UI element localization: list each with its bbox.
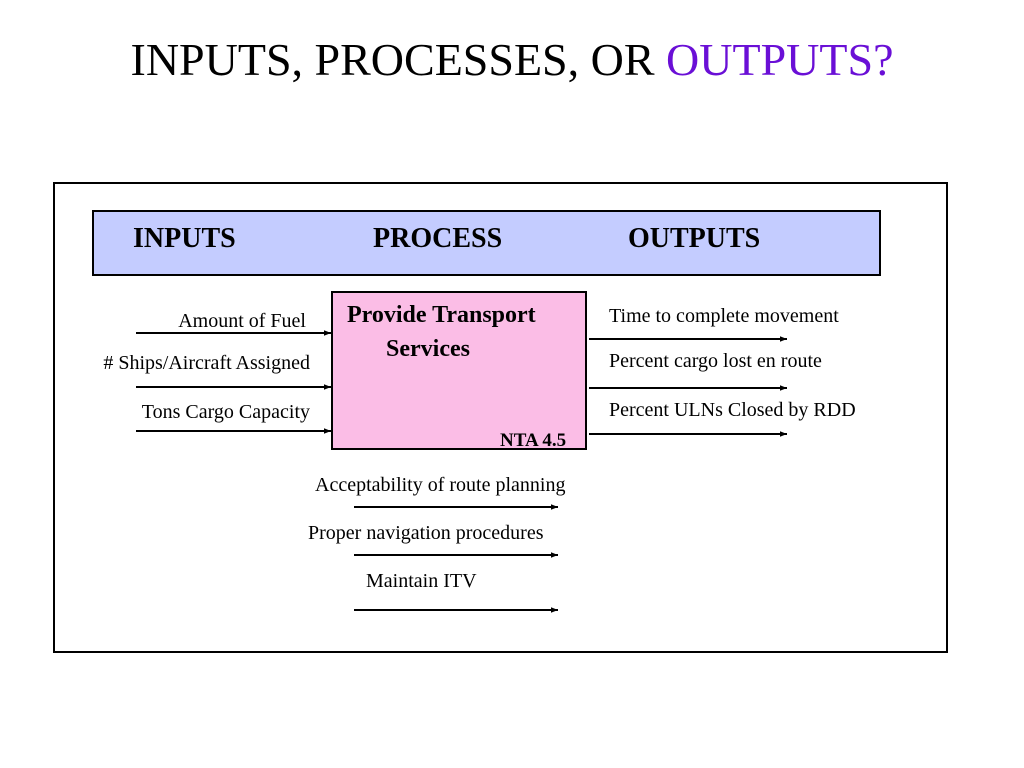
title-main: INPUTS, PROCESSES, OR [130, 34, 667, 85]
output-label-ulns: Percent ULNs Closed by RDD [609, 399, 856, 421]
input-label-cargo-capacity: Tons Cargo Capacity [141, 401, 310, 423]
header-band [92, 210, 881, 276]
output-label-time: Time to complete movement [609, 305, 839, 327]
header-inputs: INPUTS [133, 223, 236, 254]
input-label-ships: # Ships/Aircraft Assigned [103, 352, 310, 374]
output-label-cargo-lost: Percent cargo lost en route [609, 350, 822, 372]
lower-label-navigation: Proper navigation procedures [308, 522, 544, 544]
lower-label-route-planning: Acceptability of route planning [315, 474, 566, 496]
header-outputs: OUTPUTS [628, 223, 761, 254]
process-code: NTA 4.5 [500, 430, 567, 451]
header-process: PROCESS [373, 223, 503, 254]
process-title-line1: Provide Transport [347, 302, 536, 328]
input-label-fuel: Amount of Fuel [178, 310, 306, 332]
process-title-line2: Services [386, 336, 470, 362]
title-accent: OUTPUTS? [666, 34, 894, 85]
diagram-frame [53, 182, 948, 653]
process-box [331, 291, 587, 450]
lower-label-itv: Maintain ITV [366, 570, 477, 592]
slide-title: INPUTS, PROCESSES, OR OUTPUTS? [0, 30, 1024, 90]
